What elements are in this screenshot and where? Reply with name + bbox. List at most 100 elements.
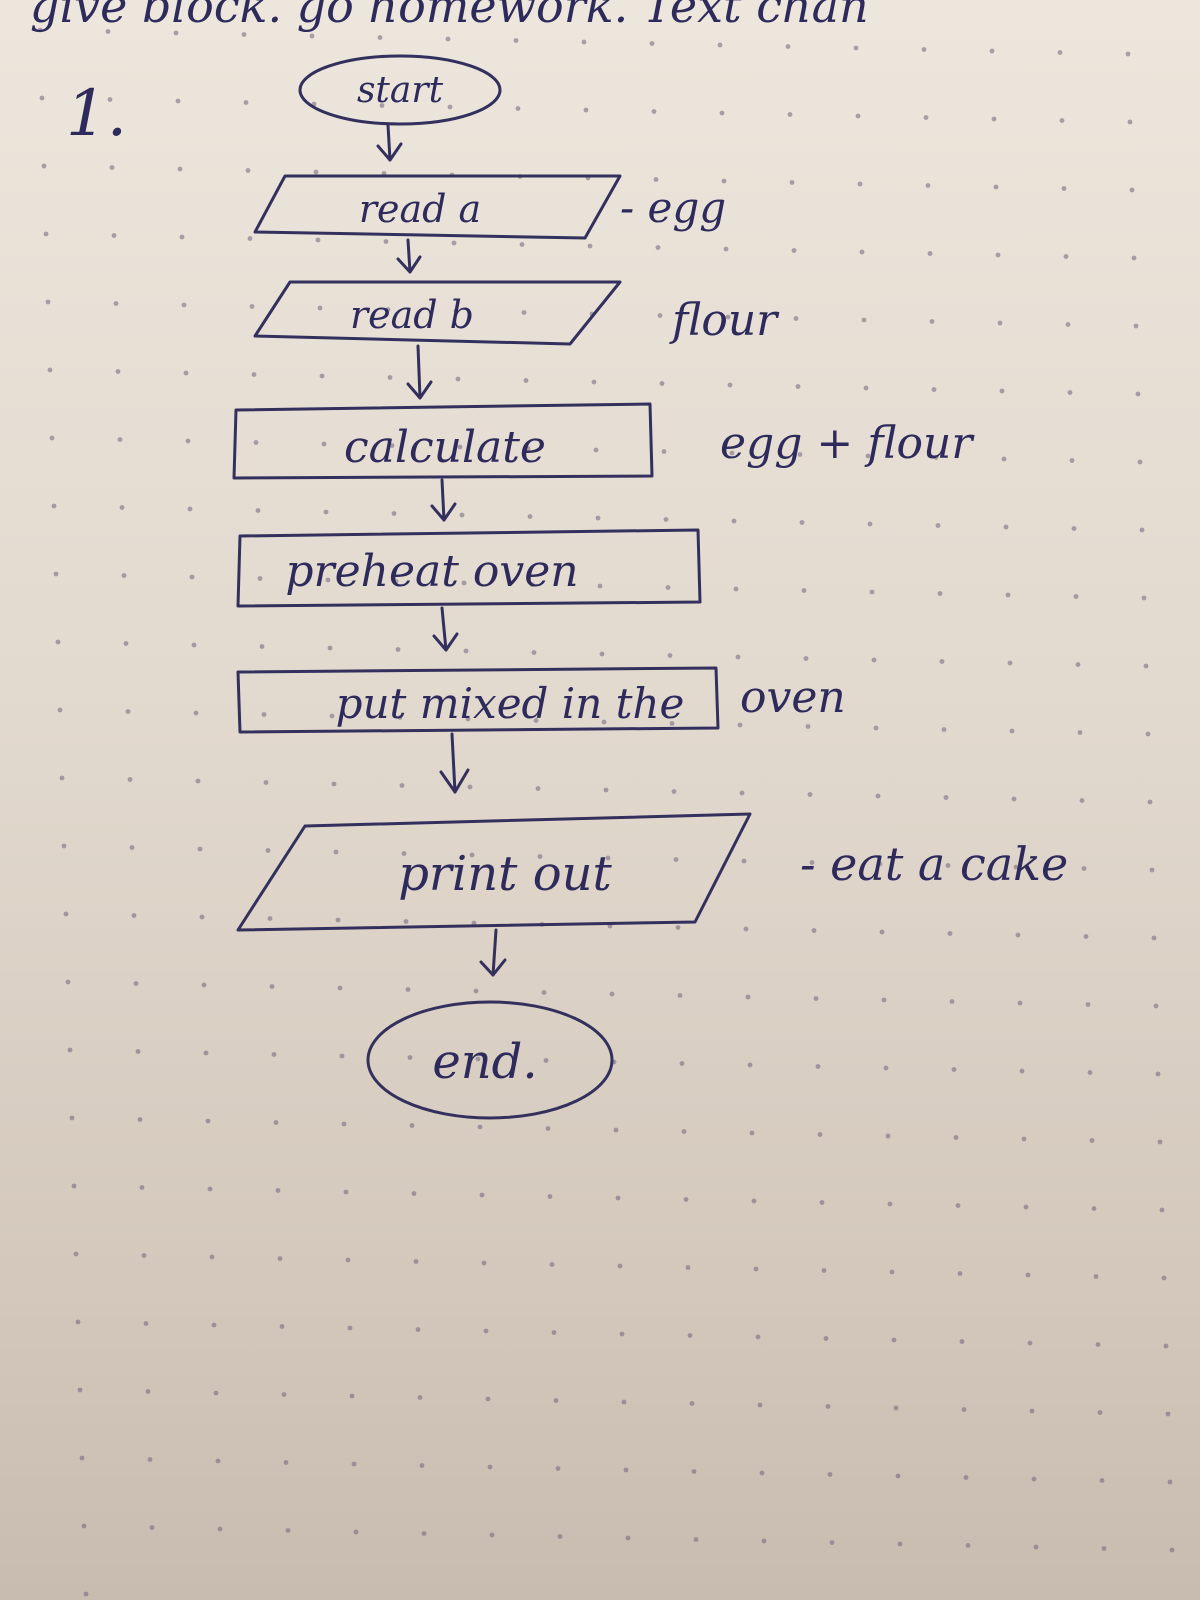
paper-dot	[675, 925, 681, 930]
paper-dot	[953, 1135, 959, 1140]
paper-dot	[1031, 1476, 1037, 1482]
paper-dot	[1073, 594, 1079, 599]
paper-dot	[481, 1260, 487, 1266]
paper-dot	[317, 305, 323, 311]
paper-dot	[47, 367, 53, 373]
paper-dot	[759, 1470, 765, 1476]
paper-dot	[963, 1475, 969, 1480]
paper-dot	[669, 721, 675, 726]
paper-dot	[79, 1455, 85, 1461]
paper-dot	[809, 860, 815, 865]
paper-dot	[1083, 934, 1089, 939]
paper-dot	[67, 1047, 73, 1053]
paper-dot	[873, 725, 879, 731]
paper-dot	[545, 1126, 551, 1131]
paper-dot	[859, 249, 865, 255]
paper-dot	[321, 441, 327, 447]
paper-dot	[261, 712, 267, 717]
paper-dot	[45, 299, 51, 305]
paper-dot	[855, 113, 861, 119]
paper-dot	[411, 1191, 417, 1196]
paper-dot	[409, 1123, 415, 1128]
paper-dot	[667, 653, 673, 658]
put-mixed-node: put mixed in the	[236, 666, 720, 734]
paper-dot	[807, 792, 813, 797]
paper-dot	[1077, 730, 1083, 735]
paper-dot	[267, 916, 273, 921]
paper-dot	[1001, 456, 1007, 462]
paper-dot	[861, 317, 867, 323]
paper-dot	[1165, 1411, 1171, 1417]
paper-dot	[115, 369, 121, 374]
paper-dot	[663, 517, 669, 522]
paper-dot	[811, 928, 817, 933]
paper-dot	[191, 642, 197, 648]
paper-dot	[801, 588, 807, 593]
paper-dot	[65, 979, 71, 985]
paper-dot	[343, 1189, 349, 1195]
paper-dot	[583, 107, 589, 113]
paper-dot	[791, 248, 797, 253]
paper-dot	[1023, 1204, 1029, 1210]
paper-dot	[613, 1127, 619, 1133]
paper-dot	[405, 987, 411, 992]
paper-dot	[1091, 1206, 1097, 1211]
paper-dot	[1067, 390, 1073, 395]
paper-dot	[185, 438, 191, 444]
paper-dot	[891, 1337, 897, 1343]
paper-dot	[805, 724, 811, 729]
paper-dot	[143, 1321, 149, 1326]
paper-dot	[131, 913, 137, 918]
arrow-start-to-read-a	[376, 123, 403, 162]
paper-dot	[989, 48, 995, 54]
paper-dot	[397, 715, 403, 720]
paper-dot	[537, 854, 543, 859]
paper-dot	[473, 988, 479, 994]
paper-dot	[249, 304, 255, 309]
paper-dot	[603, 787, 609, 793]
paper-dot	[129, 845, 135, 850]
paper-dot	[717, 42, 723, 48]
paper-dot	[853, 45, 859, 51]
paper-dot	[469, 852, 475, 858]
paper-dot	[1167, 1479, 1173, 1485]
calculate-annotation: egg + flour	[720, 418, 975, 469]
paper-dot	[277, 1256, 283, 1261]
paper-dot	[1157, 1139, 1163, 1145]
arrow-calculate-to-preheat	[430, 478, 457, 522]
paper-dot	[337, 985, 343, 991]
paper-dot	[1007, 660, 1013, 666]
paper-dot	[1005, 592, 1011, 598]
paper-dot	[821, 1268, 827, 1273]
paper-dot	[205, 1118, 211, 1124]
paper-dot	[389, 443, 395, 448]
paper-dot	[393, 579, 399, 584]
paper-dot	[417, 1395, 423, 1400]
paper-dot	[737, 722, 743, 728]
paper-dot	[887, 1201, 893, 1207]
paper-dot	[869, 589, 875, 595]
paper-dot	[253, 440, 259, 445]
paper-dot	[489, 1532, 495, 1538]
paper-dot	[251, 372, 257, 377]
paper-dot	[211, 1322, 217, 1328]
paper-dot	[463, 648, 469, 654]
paper-dot	[325, 577, 331, 583]
paper-dot	[241, 32, 247, 37]
paper-dot	[1081, 866, 1087, 871]
paper-dot	[749, 1130, 755, 1136]
read-b-annotation: flour	[669, 295, 780, 346]
paper-dot	[399, 783, 405, 788]
paper-dot	[1101, 1546, 1107, 1551]
paper-dot	[471, 920, 477, 926]
paper-dot	[541, 990, 547, 995]
paper-dot	[625, 1535, 631, 1541]
paper-dot	[513, 38, 519, 43]
paper-dot	[173, 30, 179, 36]
paper-dot	[959, 1339, 965, 1344]
paper-dot	[483, 1328, 489, 1334]
paper-dot	[127, 777, 133, 782]
paper-dot	[673, 857, 679, 862]
paper-dot	[181, 302, 187, 308]
paper-dot	[243, 100, 249, 105]
